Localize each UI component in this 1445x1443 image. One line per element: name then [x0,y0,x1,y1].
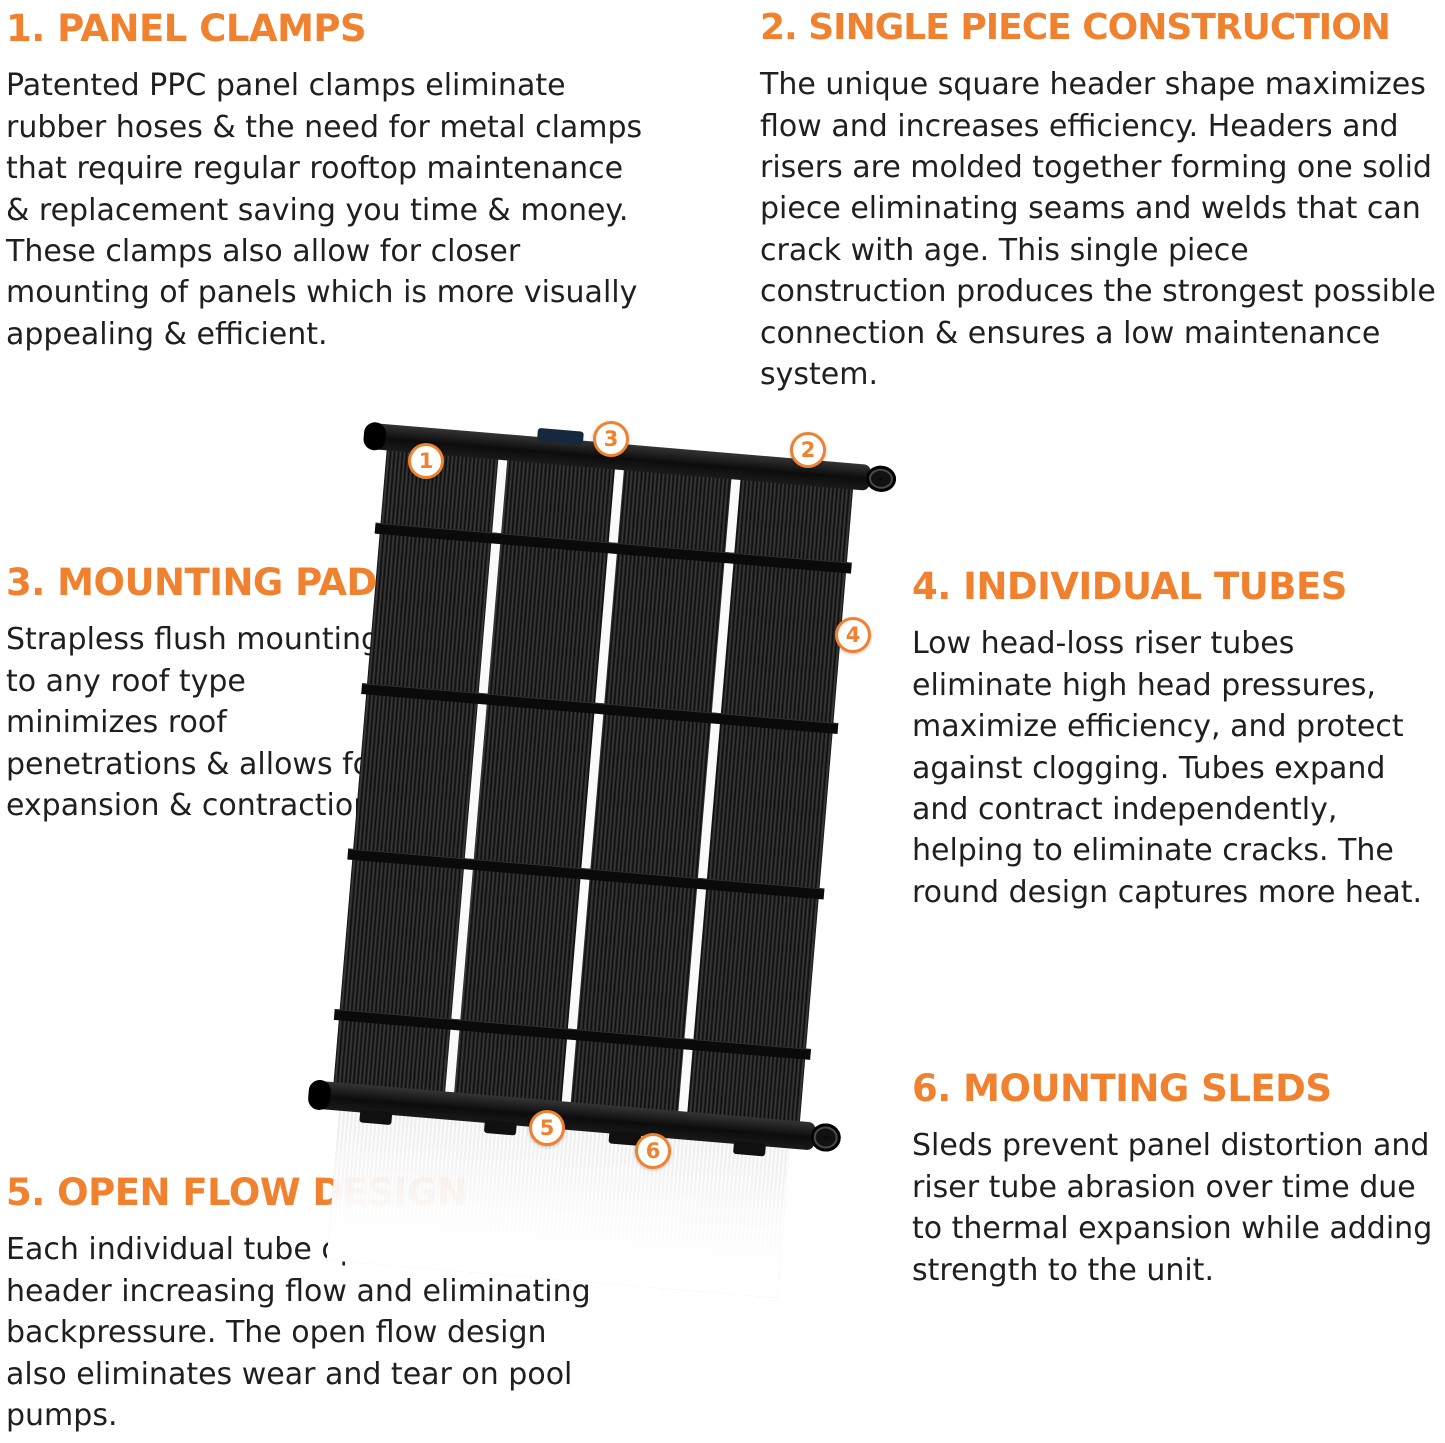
callout-badge-6: 6 [635,1133,671,1169]
section-mounting-pad: 3. MOUNTING PAD Strapless flush mounting… [6,562,406,826]
solar-panel-illustration [307,421,898,1298]
top-header-pipe-opening [864,464,898,494]
section-mounting-sleds: 6. MOUNTING SLEDS Sleds prevent panel di… [912,1068,1438,1291]
section-individual-tubes: 4. INDIVIDUAL TUBES Low head-loss riser … [912,566,1438,913]
individual-tubes-body: Low head-loss riser tubes eliminate high… [912,626,1423,910]
mounting-sled [359,1109,393,1126]
mounting-pad-title: 3. MOUNTING PAD [6,561,377,604]
top-header-left-clamp [362,421,387,452]
solar-panel [307,421,898,1298]
section-single-piece-construction: 2. SINGLE PIECE CONSTRUCTION The unique … [760,7,1444,395]
mounting-sled [732,1140,766,1157]
single-piece-body: The unique square header shape maximizes… [760,67,1436,393]
section-panel-clamps: 1. PANEL CLAMPS Patented PPC panel clamp… [6,8,654,355]
riser-tube-field [333,446,854,1126]
mounting-sled [483,1119,517,1136]
callout-badge-4: 4 [835,617,871,653]
mounting-sleds-body: Sleds prevent panel distortion and riser… [912,1128,1433,1288]
callout-badge-1: 1 [408,443,444,479]
callout-badge-3: 3 [593,421,629,457]
tube-group-gap [678,475,741,1116]
individual-tubes-title: 4. INDIVIDUAL TUBES [912,565,1347,608]
callout-badge-2: 2 [790,432,826,468]
callout-badge-5: 5 [529,1110,565,1146]
bottom-header-left-endcap [307,1079,332,1111]
tube-group-gap [561,465,625,1107]
bottom-header-pipe-opening [809,1122,842,1153]
mounting-sleds-title: 6. MOUNTING SLEDS [912,1067,1332,1110]
mounting-pad-body: Strapless flush mounting to any roof typ… [6,622,384,823]
panel-clamps-body: Patented PPC panel clamps eliminate rubb… [6,68,643,352]
mounting-pad-detail [536,427,584,445]
tube-group-gap [444,455,508,1097]
panel-clamps-title: 1. PANEL CLAMPS [6,7,367,50]
single-piece-title: 2. SINGLE PIECE CONSTRUCTION [760,7,1391,48]
